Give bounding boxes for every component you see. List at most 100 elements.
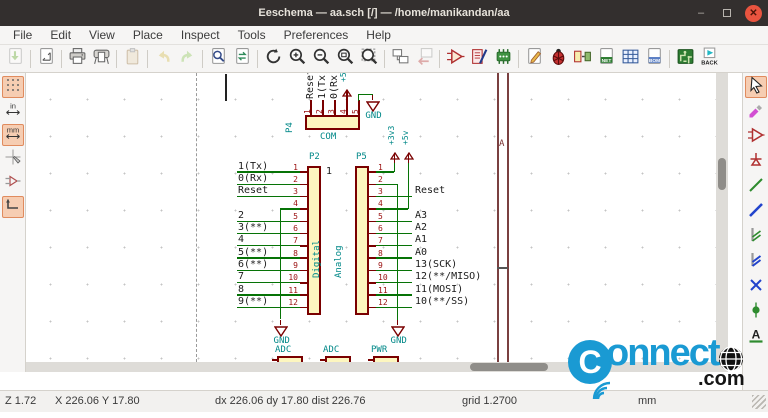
cursor-shape-icon: [4, 148, 22, 171]
highlight-net-button[interactable]: [745, 101, 767, 123]
bottom-connector-body[interactable]: [325, 356, 351, 362]
print-button[interactable]: [65, 47, 89, 71]
pin-stub: [393, 153, 396, 163]
menu-help[interactable]: Help: [366, 28, 391, 42]
place-symbol-button[interactable]: [745, 126, 767, 148]
vertical-scrollbar-thumb[interactable]: [718, 158, 726, 190]
footprint-editor-button[interactable]: [491, 47, 515, 71]
power-arrow-icon: [389, 147, 400, 160]
hidden-pins-button[interactable]: [2, 172, 24, 194]
fields-table-button[interactable]: [618, 47, 642, 71]
select-tool-button[interactable]: [744, 75, 767, 99]
connector-p4-body[interactable]: [305, 115, 360, 130]
status-grid: grid 1.2700: [462, 395, 518, 407]
gnd-symbol-icon: [273, 324, 288, 338]
hv-orientation-button[interactable]: [1, 196, 24, 218]
menu-view[interactable]: View: [89, 28, 115, 42]
select-tool-icon: [747, 75, 765, 99]
symbol-browser-button[interactable]: [467, 47, 491, 71]
maximize-button[interactable]: [719, 5, 735, 21]
svg-text:A: A: [751, 327, 760, 341]
hierarchy-button[interactable]: [388, 47, 412, 71]
pin-stub: [346, 90, 348, 100]
bottom-connector-body[interactable]: [373, 356, 399, 362]
net-label-button[interactable]: A: [745, 326, 767, 348]
resize-grip-icon[interactable]: [752, 395, 766, 409]
plot-icon: [92, 47, 111, 71]
menu-inspect[interactable]: Inspect: [180, 28, 220, 42]
wire-segment: [358, 94, 373, 96]
minimize-button[interactable]: –: [697, 7, 705, 19]
connector-p5-body[interactable]: [355, 166, 369, 315]
grid-visibility-button[interactable]: [1, 76, 24, 98]
no-connect-icon: [747, 276, 765, 299]
back-import-button[interactable]: BACK: [697, 47, 721, 71]
wire-to-bus-button[interactable]: [745, 226, 767, 248]
zoom-in-icon: [288, 47, 307, 71]
horizontal-scrollbar[interactable]: [26, 362, 728, 372]
assign-footprints-button[interactable]: [570, 47, 594, 71]
page-settings-button[interactable]: [34, 47, 58, 71]
p5-pin-number: 6: [378, 224, 383, 233]
p5-pin-number: 7: [378, 236, 383, 246]
annotate-button[interactable]: [522, 47, 546, 71]
p2-pin-number: 1: [293, 162, 298, 172]
zoom-out-button[interactable]: [309, 47, 333, 71]
menu-file[interactable]: File: [13, 28, 33, 42]
wire-segment: [237, 269, 300, 272]
toolbar-separator: [202, 49, 203, 68]
zoom-in-button[interactable]: [285, 47, 309, 71]
p5-net-label: A0: [415, 246, 428, 258]
bus-to-bus-button[interactable]: [745, 251, 767, 273]
close-button[interactable]: ✕: [745, 4, 762, 22]
place-power-button[interactable]: [745, 151, 767, 173]
cursor-shape-button[interactable]: [2, 148, 24, 170]
pin-stub: [369, 294, 376, 296]
place-wire-button[interactable]: [745, 176, 767, 198]
menu-edit[interactable]: Edit: [50, 28, 72, 42]
p2-net-label: 4: [238, 234, 245, 246]
no-connect-button[interactable]: [745, 276, 767, 298]
bom-button[interactable]: BOM: [642, 47, 666, 71]
status-units: mm: [638, 395, 657, 407]
menu-preferences[interactable]: Preferences: [283, 28, 349, 42]
place-wire-icon: [747, 176, 765, 199]
menu-tools[interactable]: Tools: [237, 28, 266, 42]
zoom-selection-button[interactable]: [357, 47, 381, 71]
bottom-connector-value: PWR: [371, 345, 388, 355]
find-replace-button[interactable]: [230, 47, 254, 71]
junction-button[interactable]: [745, 301, 767, 323]
find-button[interactable]: [206, 47, 230, 71]
p2-pin-number: 10: [288, 273, 298, 283]
zoom-fit-button[interactable]: [333, 47, 357, 71]
units-inch-button[interactable]: in: [2, 100, 24, 122]
menu-bar: File Edit View Place Inspect Tools Preferences…: [0, 26, 768, 45]
p4-pin-number: 4: [338, 109, 348, 114]
symbol-editor-button[interactable]: [443, 47, 467, 71]
wire-segment: [397, 184, 399, 320]
units-mm-button[interactable]: mm: [1, 124, 24, 146]
wire-segment: [376, 257, 412, 259]
p5-net-label: A1: [415, 234, 428, 246]
wire-segment: [237, 257, 300, 259]
menu-place[interactable]: Place: [132, 28, 163, 42]
toolbar-separator: [147, 49, 148, 68]
undo-button: [151, 47, 175, 71]
pcbnew-icon: [676, 47, 695, 71]
status-delta: dx 226.06 dy 17.80 dist 226.76: [215, 395, 366, 407]
bottom-connector-body[interactable]: [277, 356, 303, 362]
pcbnew-button[interactable]: [673, 47, 697, 71]
pin-stub: [300, 294, 307, 296]
horizontal-scrollbar-thumb[interactable]: [470, 363, 548, 371]
vertical-scrollbar[interactable]: [716, 73, 728, 362]
refresh-button[interactable]: [261, 47, 285, 71]
wire-segment: [280, 208, 282, 320]
plot-button[interactable]: [89, 47, 113, 71]
erc-button[interactable]: [546, 47, 570, 71]
connector-p2-body[interactable]: [307, 166, 321, 315]
netlist-button[interactable]: NET: [594, 47, 618, 71]
cursor-crosshair: [225, 74, 227, 101]
place-bus-button[interactable]: [745, 201, 767, 223]
